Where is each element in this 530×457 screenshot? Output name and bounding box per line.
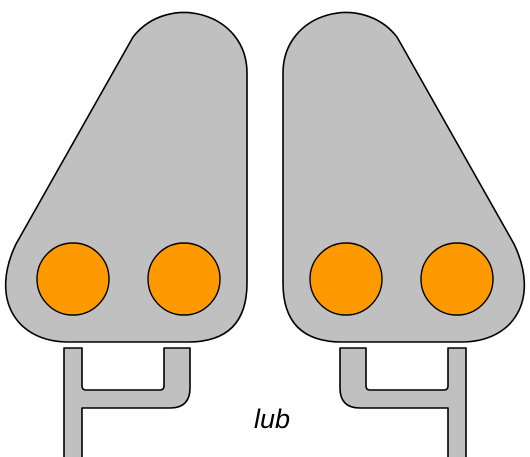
left-signal — [6, 13, 247, 457]
caption-label: lub — [254, 404, 290, 434]
left-signal-lamp-1 — [37, 243, 109, 315]
right-signal-lamp-2 — [310, 243, 382, 315]
left-signal-mast — [64, 348, 190, 457]
right-signal — [283, 13, 524, 457]
right-signal-lamp-1 — [421, 243, 493, 315]
left-signal-lamp-2 — [148, 243, 220, 315]
right-signal-mast — [340, 348, 466, 457]
